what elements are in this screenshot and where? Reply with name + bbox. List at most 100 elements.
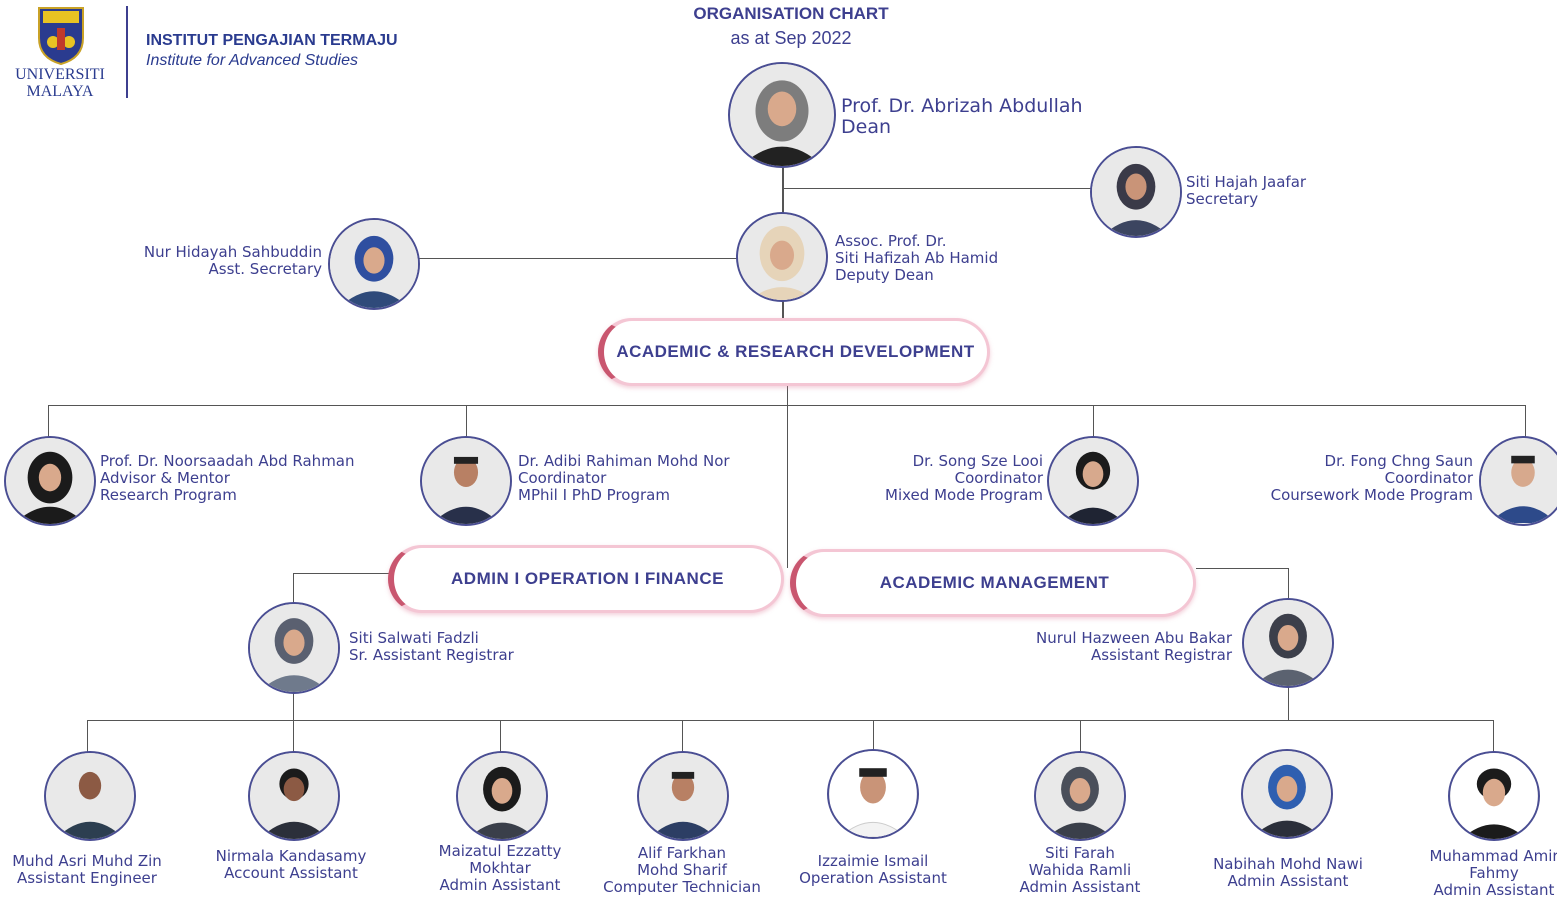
person-role: Coordinator	[954, 469, 1043, 487]
person-photo-icon	[1037, 753, 1123, 839]
person-name: Nabihah Mohd Nawi	[1213, 855, 1363, 873]
connector-line	[787, 386, 788, 568]
connector-line	[293, 573, 294, 603]
connector-line	[782, 166, 784, 214]
person-photo-icon	[251, 753, 337, 839]
connector-line	[1525, 405, 1526, 437]
header-divider	[126, 6, 128, 98]
person-name-line1: Siti Farah	[1045, 844, 1115, 862]
person-photo-icon	[330, 220, 418, 308]
connector-line	[1080, 720, 1081, 752]
person-photo-icon	[640, 753, 726, 839]
connector-line	[1288, 568, 1289, 598]
connector-line	[87, 720, 88, 752]
person-role: Admin Assistant	[1227, 872, 1349, 890]
person-role: Asst. Secretary	[208, 260, 323, 278]
person-program: Research Program	[100, 486, 237, 504]
person-name-line2: Mokhtar	[469, 859, 531, 877]
person-role: Admin Assistant	[439, 876, 561, 894]
university-name-line2: MALAYA	[26, 83, 94, 100]
person-name: Dr. Song Sze Looi	[912, 452, 1043, 470]
connector-line	[782, 300, 784, 318]
avatar-deputy-dean	[736, 212, 828, 302]
avatar-salwati	[248, 602, 340, 694]
person-name-line2: Mohd Sharif	[637, 861, 727, 879]
label-maizatul: Maizatul Ezzatty Mokhtar Admin Assistant	[410, 843, 590, 894]
section-academic-management: ACADEMIC MANAGEMENT	[790, 549, 1196, 617]
label-secretary: Siti Hajah Jaafar Secretary	[1186, 174, 1306, 208]
avatar-adibi	[420, 436, 512, 526]
connector-line	[293, 692, 294, 720]
person-photo-icon	[1092, 148, 1180, 236]
label-song: Dr. Song Sze Looi Coordinator Mixed Mode…	[843, 453, 1043, 504]
person-photo-icon	[1451, 753, 1537, 839]
person-name: Izzaimie Ismail	[817, 852, 929, 870]
person-photo-icon	[47, 753, 133, 839]
avatar-izzaimie	[827, 749, 919, 839]
person-name: Dr. Adibi Rahiman Mohd Nor	[518, 452, 730, 470]
person-name: Siti Hafizah Ab Hamid	[835, 249, 999, 267]
connector-line	[682, 720, 683, 752]
person-role: Assistant Registrar	[1091, 646, 1232, 664]
avatar-song	[1047, 436, 1139, 526]
connector-line	[782, 188, 1092, 189]
person-photo-icon	[423, 438, 509, 524]
person-role: Advisor & Mentor	[100, 469, 230, 487]
avatar-alif	[637, 751, 729, 841]
person-name: Prof. Dr. Abrizah Abdullah	[841, 95, 1083, 117]
person-name: Nurul Hazween Abu Bakar	[1035, 629, 1232, 647]
crest-icon	[38, 7, 84, 66]
label-nabihah: Nabihah Mohd Nawi Admin Assistant	[1188, 856, 1388, 890]
avatar-noorsaadah	[4, 436, 96, 526]
connector-line	[1093, 405, 1094, 437]
connector-line	[1288, 687, 1289, 720]
connector-line	[1196, 568, 1289, 569]
person-role: Computer Technician	[603, 878, 761, 896]
person-photo-icon	[1245, 600, 1331, 686]
person-role: Admin Assistant	[1019, 878, 1141, 896]
person-name: Dr. Fong Chng Saun	[1324, 452, 1473, 470]
university-logo: UNIVERSITI MALAYA	[8, 4, 112, 104]
avatar-nabihah	[1241, 749, 1333, 839]
connector-line	[418, 258, 738, 259]
person-photo-icon	[7, 438, 93, 524]
person-photo-icon	[830, 751, 916, 837]
label-nirmala: Nirmala Kandasamy Account Assistant	[196, 848, 386, 882]
person-name-line2: Fahmy	[1469, 864, 1519, 882]
person-name-line1: Alif Farkhan	[637, 844, 727, 862]
person-photo-icon	[1050, 438, 1136, 524]
person-role: Account Assistant	[224, 864, 358, 882]
avatar-dean	[728, 62, 836, 168]
avatar-amir	[1448, 751, 1540, 841]
label-amir: Muhammad Amir Fahmy Admin Assistant	[1414, 848, 1557, 899]
section-admin-operation-finance: ADMIN I OPERATION I FINANCE	[388, 545, 784, 613]
label-farah: Siti Farah Wahida Ramli Admin Assistant	[990, 845, 1170, 896]
connector-line	[293, 720, 294, 752]
person-role: Deputy Dean	[835, 266, 934, 284]
chart-title: ORGANISATION CHART	[693, 4, 889, 23]
person-photo-icon	[731, 64, 833, 166]
person-name: Siti Salwati Fadzli	[349, 629, 479, 647]
person-role: Sr. Assistant Registrar	[349, 646, 514, 664]
person-photo-icon	[1244, 751, 1330, 837]
university-name-line1: UNIVERSITI	[15, 66, 105, 83]
avatar-nirmala	[248, 751, 340, 841]
person-photo-icon	[250, 604, 338, 692]
connector-line	[48, 405, 1526, 406]
label-hazween: Nurul Hazween Abu Bakar Assistant Regist…	[1012, 630, 1232, 664]
section-academic-research-development: ACADEMIC & RESEARCH DEVELOPMENT	[598, 318, 990, 386]
label-asst-secretary: Nur Hidayah Sahbuddin Asst. Secretary	[120, 244, 322, 278]
person-photo-icon	[739, 214, 825, 300]
person-role: Operation Assistant	[799, 869, 947, 887]
label-alif: Alif Farkhan Mohd Sharif Computer Techni…	[592, 845, 772, 896]
chart-date: as at Sep 2022	[730, 28, 852, 48]
person-role: Coordinator	[518, 469, 607, 487]
person-name: Muhd Asri Muhd Zin	[12, 852, 162, 870]
avatar-secretary	[1090, 146, 1182, 238]
label-salwati: Siti Salwati Fadzli Sr. Assistant Regist…	[349, 630, 514, 664]
person-role: Secretary	[1186, 190, 1259, 208]
connector-line	[293, 573, 389, 574]
person-program: Mixed Mode Program	[885, 486, 1043, 504]
person-role: Assistant Engineer	[17, 869, 157, 887]
person-name: Nur Hidayah Sahbuddin	[143, 243, 322, 261]
